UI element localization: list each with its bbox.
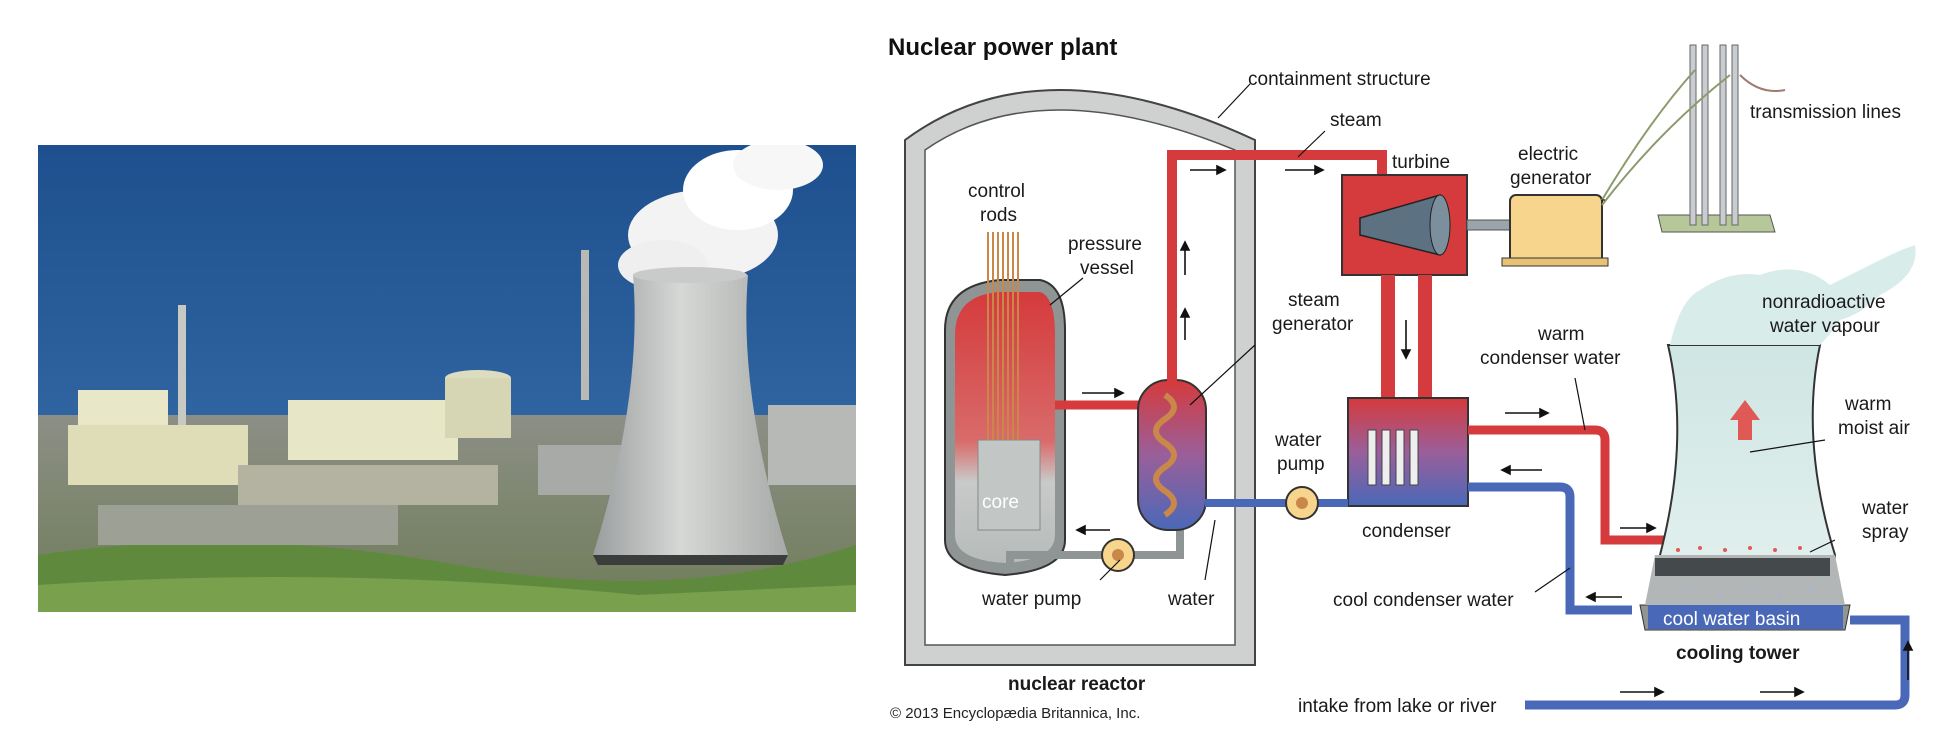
label-nonradioactive: nonradioactive [1762, 292, 1886, 313]
label-vessel: vessel [1080, 258, 1134, 279]
label-nuclear-reactor: nuclear reactor [1008, 674, 1146, 695]
label-water-spray-2: spray [1862, 522, 1909, 543]
aerial-photo [38, 145, 856, 612]
water-pump-right [1285, 486, 1319, 520]
label-rods: rods [980, 205, 1017, 226]
label-electric-2: generator [1510, 168, 1592, 189]
water-pump-left [1101, 538, 1135, 572]
label-water: water [1167, 589, 1215, 610]
leader-lines [1049, 83, 1836, 593]
label-pressure: pressure [1068, 234, 1142, 255]
label-containment-structure: containment structure [1248, 69, 1431, 90]
cool-water-pipe [1468, 482, 1632, 615]
steam-generator [1137, 379, 1207, 531]
label-water-pump-r2: pump [1277, 454, 1325, 475]
nuclear-plant-diagram: Nuclear power plant core [870, 0, 1948, 740]
transmission-tower [1601, 44, 1786, 233]
label-condenser: condenser [1362, 521, 1451, 542]
condenser [1347, 397, 1469, 507]
diagram-title: Nuclear power plant [888, 34, 1117, 61]
label-cooling-tower: cooling tower [1676, 643, 1800, 664]
primary-cool-pipe [1006, 510, 1184, 565]
label-warm-air-1: warm [1844, 394, 1891, 415]
label-cool-condenser-water: cool condenser water [1333, 590, 1514, 611]
diagram-drawing: Nuclear power plant core [888, 34, 1916, 722]
label-cool-water-basin: cool water basin [1663, 609, 1800, 630]
label-water-spray-1: water [1861, 498, 1909, 519]
label-electric-1: electric [1518, 144, 1578, 165]
electric-generator [1501, 194, 1609, 267]
flow-arrows [1500, 407, 1914, 698]
steam-arrows [1075, 164, 1325, 536]
exhaust-arrow [1400, 320, 1412, 360]
label-intake: intake from lake or river [1298, 696, 1497, 717]
label-steam-gen-1: steam [1288, 290, 1340, 311]
label-turbine: turbine [1392, 152, 1450, 173]
label-warm-air-2: moist air [1838, 418, 1910, 439]
steam-pipe [1167, 150, 1387, 385]
label-warm-condenser: condenser water [1480, 348, 1621, 369]
turbine-shaft [1466, 219, 1513, 231]
warm-water-pipe [1468, 425, 1810, 545]
cooling-tower [1639, 344, 1851, 631]
core-label: core [982, 492, 1019, 513]
aerial-photo-drawing [38, 145, 856, 612]
label-control: control [968, 181, 1025, 202]
intake-pipe [1525, 615, 1910, 710]
turbine [1341, 174, 1468, 276]
label-water-pump-left: water pump [981, 589, 1081, 610]
copyright: © 2013 Encyclopædia Britannica, Inc. [890, 705, 1140, 722]
label-water-pump-r1: water [1274, 430, 1322, 451]
label-water-vapour: water vapour [1769, 316, 1881, 337]
control-rods [987, 232, 1019, 440]
label-warm-1: warm [1537, 324, 1584, 345]
label-steam-gen-2: generator [1272, 314, 1354, 335]
label-steam: steam [1330, 110, 1382, 131]
water-vapour [1670, 245, 1916, 345]
label-transmission-lines: transmission lines [1750, 102, 1901, 123]
pressure-vessel [944, 279, 1066, 577]
